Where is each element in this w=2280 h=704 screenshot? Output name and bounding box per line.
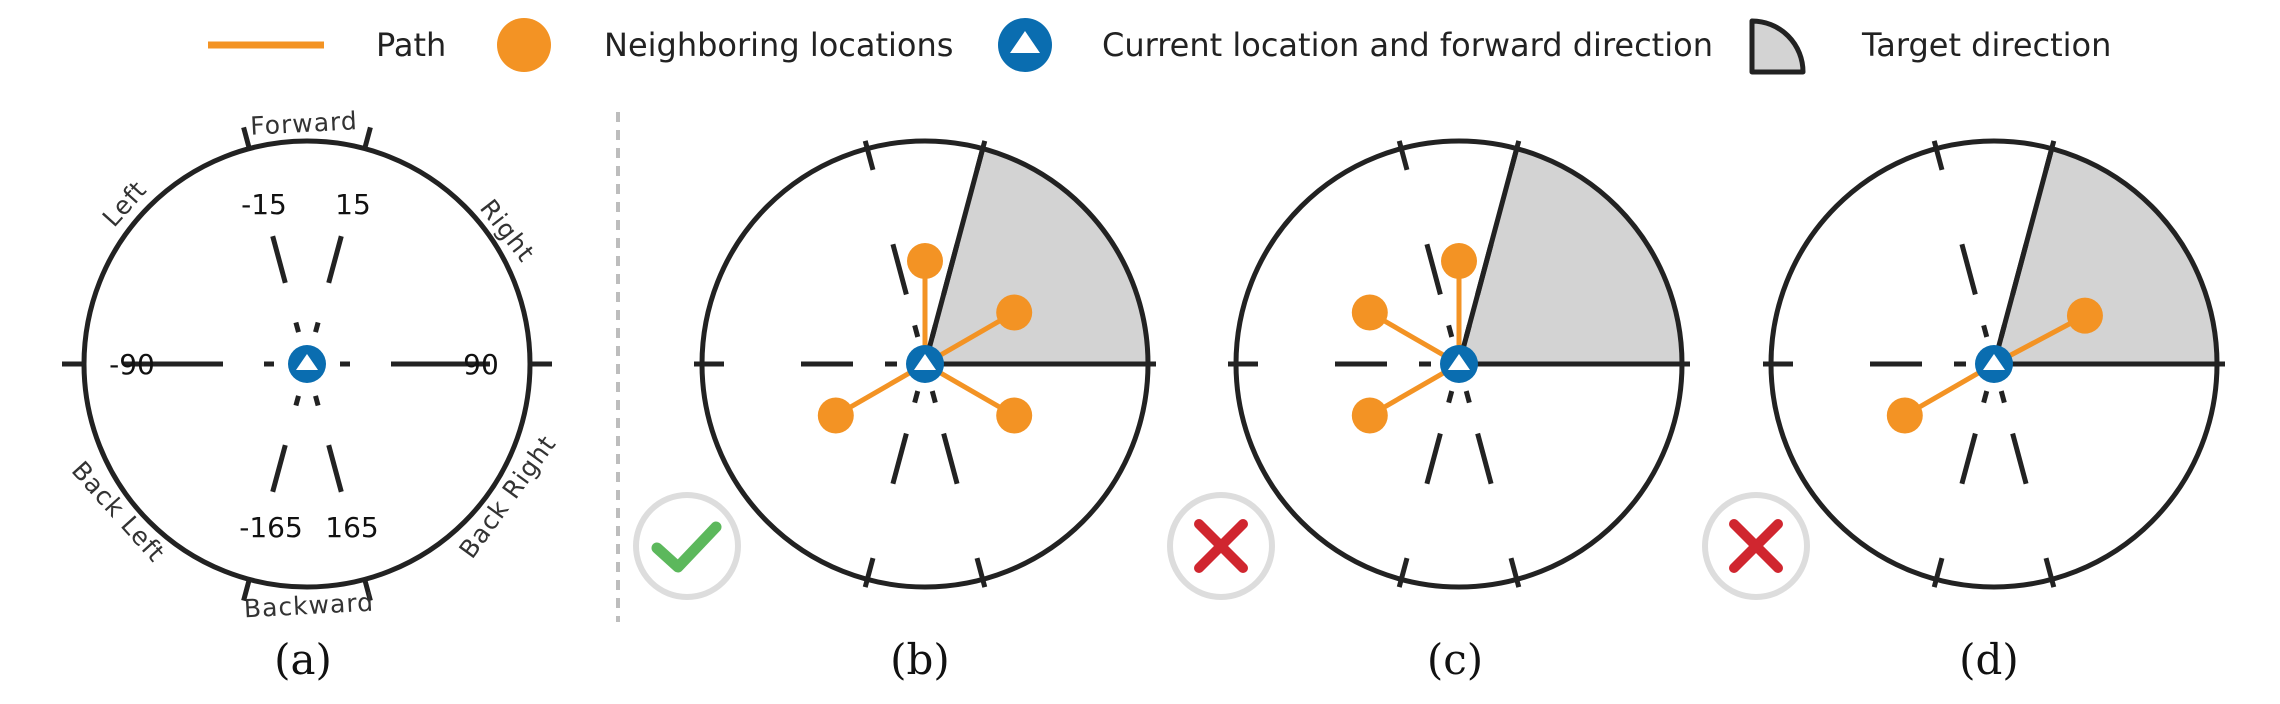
direction-label-forward: Forward [250,106,359,141]
angle-dash [1981,324,1990,338]
neighbor-dot-icon [497,18,551,72]
angle-dash [1475,243,1494,296]
panel-b-current-location [906,345,944,383]
angle-label-neg90: -90 [109,348,155,381]
panel-d-status-badge [1702,492,1810,600]
direction-label-back-left: Back Left [66,456,171,568]
panel-d-current-location [1975,345,2013,383]
boundary-tick [974,140,988,171]
neighbor-location [1351,294,1388,331]
legend-label-neighbors: Neighboring locations [604,26,953,64]
neighbor-location [996,294,1033,331]
boundary-tick [862,140,876,171]
panel-c: (c) [1167,138,1690,684]
direction-label-left: Left [97,175,153,232]
boundary-tick [2043,140,2057,171]
angle-dash [890,243,909,296]
angle-dash [1424,243,1443,296]
current-location-icon [998,18,1052,72]
caption-a: (a) [274,635,332,684]
angle-dash [1959,243,1978,296]
angle-dash [890,432,909,485]
panel-a-angle-dashes [124,235,490,493]
target-sector [925,148,1148,364]
legend-label-target: Target direction [1861,26,2111,64]
angle-dash [1475,432,1494,485]
boundary-tick [1396,140,1410,171]
angle-dash [2010,243,2029,296]
neighbor-location [817,397,854,434]
angle-dash [1446,390,1455,404]
angle-dash [2010,432,2029,485]
panel-b-status-badge [633,492,741,600]
angle-dash [912,390,921,404]
direction-label-backward: Backward [243,588,375,624]
legend-label-path: Path [376,26,446,64]
angle-dash [1998,390,2007,404]
panel-a: -15 15 -90 90 -165 165 Forward Backward … [62,106,562,684]
angle-dash [929,324,938,338]
legend: Path Neighboring locations Current locat… [208,18,2111,75]
angle-dash [1424,432,1443,485]
neighbor-location [1351,397,1388,434]
neighbor-location [996,397,1033,434]
angle-label-pos15: 15 [335,188,371,221]
neighbor-location [1886,397,1923,434]
angle-label-pos90: 90 [463,348,499,381]
angle-dash [929,390,938,404]
panel-b: (b) [633,138,1156,684]
boundary-tick [1931,140,1945,171]
angle-dash [912,324,921,338]
angle-dash [941,432,960,485]
target-sector [1994,148,2217,364]
target-sector [1459,148,1682,364]
angle-dash [1463,324,1472,338]
cross-icon [1729,519,1783,573]
panel-c-current-location [1440,345,1478,383]
angle-dash [1998,324,2007,338]
checkmark-icon [651,521,722,573]
caption-c: (c) [1427,635,1483,684]
angle-label-pos165: 165 [325,511,378,544]
panel-c-status-badge [1167,492,1275,600]
target-sector-icon [1749,18,1806,75]
boundary-tick [1931,557,1945,588]
neighbor-location [2066,297,2103,334]
boundary-tick [1508,557,1522,588]
angle-label-neg15: -15 [241,188,287,221]
angle-dash [1981,390,1990,404]
angle-dash [1446,324,1455,338]
cross-icon [1194,519,1248,573]
boundary-tick [2043,557,2057,588]
angle-dash [1959,432,1978,485]
boundary-tick [1396,557,1410,588]
direction-label-back-right: Back Right [453,430,561,564]
neighbor-location [907,243,943,279]
boundary-tick [1508,140,1522,171]
panel-a-current-location [288,345,326,383]
angle-dash [1463,390,1472,404]
angle-label-neg165: -165 [239,511,303,544]
caption-d: (d) [1959,635,2019,684]
legend-label-current: Current location and forward direction [1102,26,1713,64]
panel-d: (d) [1702,138,2225,684]
panel-a-boundary-ticks [62,126,552,602]
neighbor-location [1441,243,1477,279]
boundary-tick [862,557,876,588]
angle-dash [941,243,960,296]
caption-b: (b) [890,635,950,684]
boundary-tick [974,557,988,588]
